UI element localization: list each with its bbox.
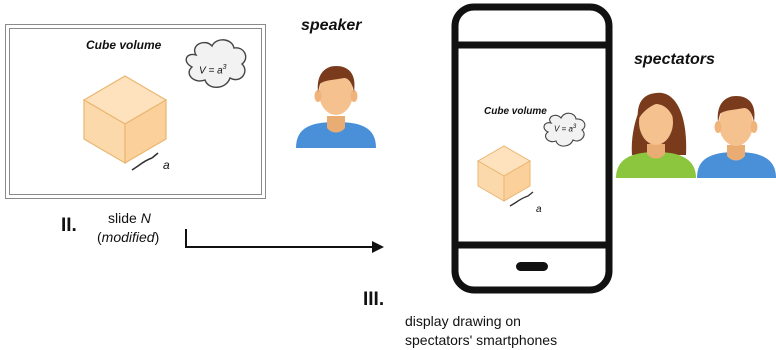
step-two-paren-close: ) [154,229,160,245]
step-two-line2: (modified) [97,228,159,247]
step-two-line1-var: N [140,210,151,226]
spectators-label: spectators [634,51,715,68]
phone-formula-base: V = a [554,124,573,134]
phone-formula-exponent: 3 [572,124,577,130]
phone-edge-label: a [536,204,542,215]
phone-cube-drawing [476,145,532,202]
arrow-head-icon [372,241,384,253]
female-spectator-icon [616,92,696,178]
phone-edge-brace-icon [509,191,534,207]
slide-formula: V = a3 [199,64,227,76]
slide-edge-label: a [163,158,170,172]
phone-formula: V = a3 [554,124,576,134]
speaker-label: speaker [301,17,362,34]
step-two-caption: slide N (modified) [97,209,159,247]
step-two-number: II. [61,215,77,236]
slide-formula-exponent: 3 [222,64,227,71]
male-spectator-icon [697,96,776,178]
step-three-line2: spectators' smartphones [405,332,558,348]
phone-screen-title: Cube volume [484,106,547,117]
thought-cloud-icon [185,39,247,88]
slide-formula-base: V = a [199,65,223,77]
step-two-line2-text: modified [101,229,155,245]
step-three-caption: display drawing on spectators' smartphon… [405,312,557,350]
cube-drawing [82,75,168,165]
step-three-line1: display drawing on [405,313,521,329]
step-two-line1: slide N [108,209,159,228]
edge-brace-icon [131,152,159,171]
slide-title: Cube volume [86,38,162,52]
step-three-number: III. [363,289,385,310]
flow-arrow [185,229,377,248]
phone-thought-cloud-icon [543,112,586,147]
step-two-paren-open: ( [97,229,102,245]
step-two-line1-prefix: slide [108,210,141,226]
